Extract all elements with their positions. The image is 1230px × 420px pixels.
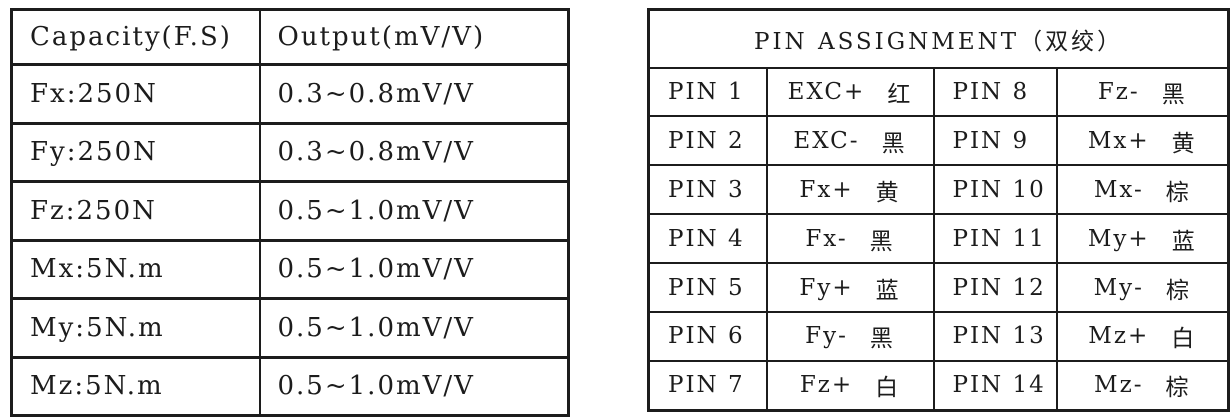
wire-color-label: 黄 (875, 179, 901, 206)
signal-cell: Mz+ 白 (1055, 310, 1230, 362)
capacity-cell: Fy:250N (10, 121, 261, 183)
wire-color-label: 蓝 (1171, 228, 1197, 255)
table-row: PIN 4 Fx- 黑 PIN 11 My+ 蓝 (647, 213, 1230, 265)
signal-label: Fy- (805, 323, 848, 350)
signal-label: Fz+ (799, 372, 854, 399)
signal-label: Mz+ (1088, 323, 1150, 350)
pin-number-cell: PIN 2 (647, 115, 768, 167)
output-cell: 0.5~1.0mV/V (258, 180, 570, 242)
output-cell: 0.5~1.0mV/V (258, 238, 570, 300)
table-row: PIN 6 Fy- 黑 PIN 13 Mz+ 白 (647, 310, 1230, 362)
signal-cell: EXC- 黑 (765, 115, 935, 167)
capacity-cell: Mx:5N.m (10, 238, 261, 300)
signal-cell: Fy- 黑 (765, 310, 935, 362)
table-row: PIN 2 EXC- 黑 PIN 9 Mx+ 黄 (647, 115, 1230, 167)
table-row: PIN 1 EXC+ 红 PIN 8 Fz- 黑 (647, 66, 1230, 118)
pin-number-cell: PIN 11 (932, 213, 1058, 265)
signal-label: EXC+ (787, 78, 866, 105)
pin-number-cell: PIN 9 (932, 115, 1058, 167)
signal-cell: Mz- 棕 (1055, 359, 1230, 412)
signal-label: My- (1093, 274, 1144, 301)
table-row: PIN 5 Fy+ 蓝 PIN 12 My- 棕 (647, 262, 1230, 313)
wire-color-label: 白 (875, 375, 901, 402)
pin-number-cell: PIN 1 (647, 66, 768, 118)
pin-table-title: PIN ASSIGNMENT（双绞） (647, 8, 1230, 69)
signal-label: EXC- (793, 127, 860, 154)
pin-number-cell: PIN 8 (932, 66, 1058, 118)
output-cell: 0.5~1.0mV/V (258, 355, 570, 417)
capacity-cell: Fx:250N (10, 63, 261, 125)
signal-cell: Fz- 黑 (1055, 66, 1230, 118)
table-row: Fz:250N 0.5~1.0mV/V (10, 180, 570, 242)
capacity-cell: Fz:250N (10, 180, 261, 242)
table-row: My:5N.m 0.5~1.0mV/V (10, 297, 570, 359)
output-cell: 0.3~0.8mV/V (258, 63, 570, 125)
signal-label: Mx+ (1087, 127, 1150, 154)
wire-color-label: 棕 (1165, 179, 1191, 206)
capacity-output-table: Capacity(F.S) Output(mV/V) Fx:250N 0.3~0… (10, 8, 570, 417)
table-row: Fy:250N 0.3~0.8mV/V (10, 121, 570, 183)
signal-label: Fz- (1097, 78, 1140, 105)
wire-color-label: 蓝 (875, 277, 901, 304)
table-header-row: Capacity(F.S) Output(mV/V) (10, 8, 570, 66)
signal-label: Mx- (1093, 176, 1144, 203)
signal-cell: Mx+ 黄 (1055, 115, 1230, 167)
table-row: Mz:5N.m 0.5~1.0mV/V (10, 355, 570, 417)
wire-color-label: 红 (887, 81, 913, 108)
table-row: PIN 3 Fx+ 黄 PIN 10 Mx- 棕 (647, 164, 1230, 216)
pin-number-cell: PIN 4 (647, 213, 768, 265)
output-cell: 0.3~0.8mV/V (258, 121, 570, 183)
pin-number-cell: PIN 13 (932, 310, 1058, 362)
signal-label: My+ (1087, 225, 1150, 252)
signal-label: Fy+ (799, 274, 854, 301)
wire-color-label: 棕 (1165, 375, 1191, 402)
signal-label: Fx+ (799, 176, 854, 203)
wire-color-label: 黑 (869, 326, 895, 353)
pin-number-cell: PIN 7 (647, 359, 768, 412)
signal-cell: Fz+ 白 (765, 359, 935, 412)
signal-cell: Fy+ 蓝 (765, 262, 935, 313)
pin-number-cell: PIN 5 (647, 262, 768, 313)
signal-cell: My+ 蓝 (1055, 213, 1230, 265)
capacity-cell: My:5N.m (10, 297, 261, 359)
signal-cell: My- 棕 (1055, 262, 1230, 313)
wire-color-label: 白 (1171, 326, 1197, 353)
wire-color-label: 黄 (1171, 130, 1197, 157)
signal-cell: Mx- 棕 (1055, 164, 1230, 216)
pin-number-cell: PIN 3 (647, 164, 768, 216)
signal-cell: Fx- 黑 (765, 213, 935, 265)
pin-number-cell: PIN 6 (647, 310, 768, 362)
pin-number-cell: PIN 14 (932, 359, 1058, 412)
signal-cell: Fx+ 黄 (765, 164, 935, 216)
capacity-cell: Mz:5N.m (10, 355, 261, 417)
wire-color-label: 棕 (1165, 277, 1191, 304)
wire-color-label: 黑 (1161, 81, 1187, 108)
signal-cell: EXC+ 红 (765, 66, 935, 118)
output-column-header: Output(mV/V) (258, 8, 570, 66)
pin-number-cell: PIN 10 (932, 164, 1058, 216)
table-row: Mx:5N.m 0.5~1.0mV/V (10, 238, 570, 300)
output-cell: 0.5~1.0mV/V (258, 297, 570, 359)
pin-number-cell: PIN 12 (932, 262, 1058, 313)
capacity-column-header: Capacity(F.S) (10, 8, 261, 66)
wire-color-label: 黑 (881, 130, 907, 157)
pin-table-title-row: PIN ASSIGNMENT（双绞） (647, 8, 1230, 69)
table-row: PIN 7 Fz+ 白 PIN 14 Mz- 棕 (647, 359, 1230, 412)
signal-label: Fx- (805, 225, 848, 252)
signal-label: Mz- (1094, 372, 1144, 399)
pin-assignment-table: PIN ASSIGNMENT（双绞） PIN 1 EXC+ 红 PIN 8 Fz… (647, 8, 1230, 412)
table-row: Fx:250N 0.3~0.8mV/V (10, 63, 570, 125)
wire-color-label: 黑 (869, 228, 895, 255)
